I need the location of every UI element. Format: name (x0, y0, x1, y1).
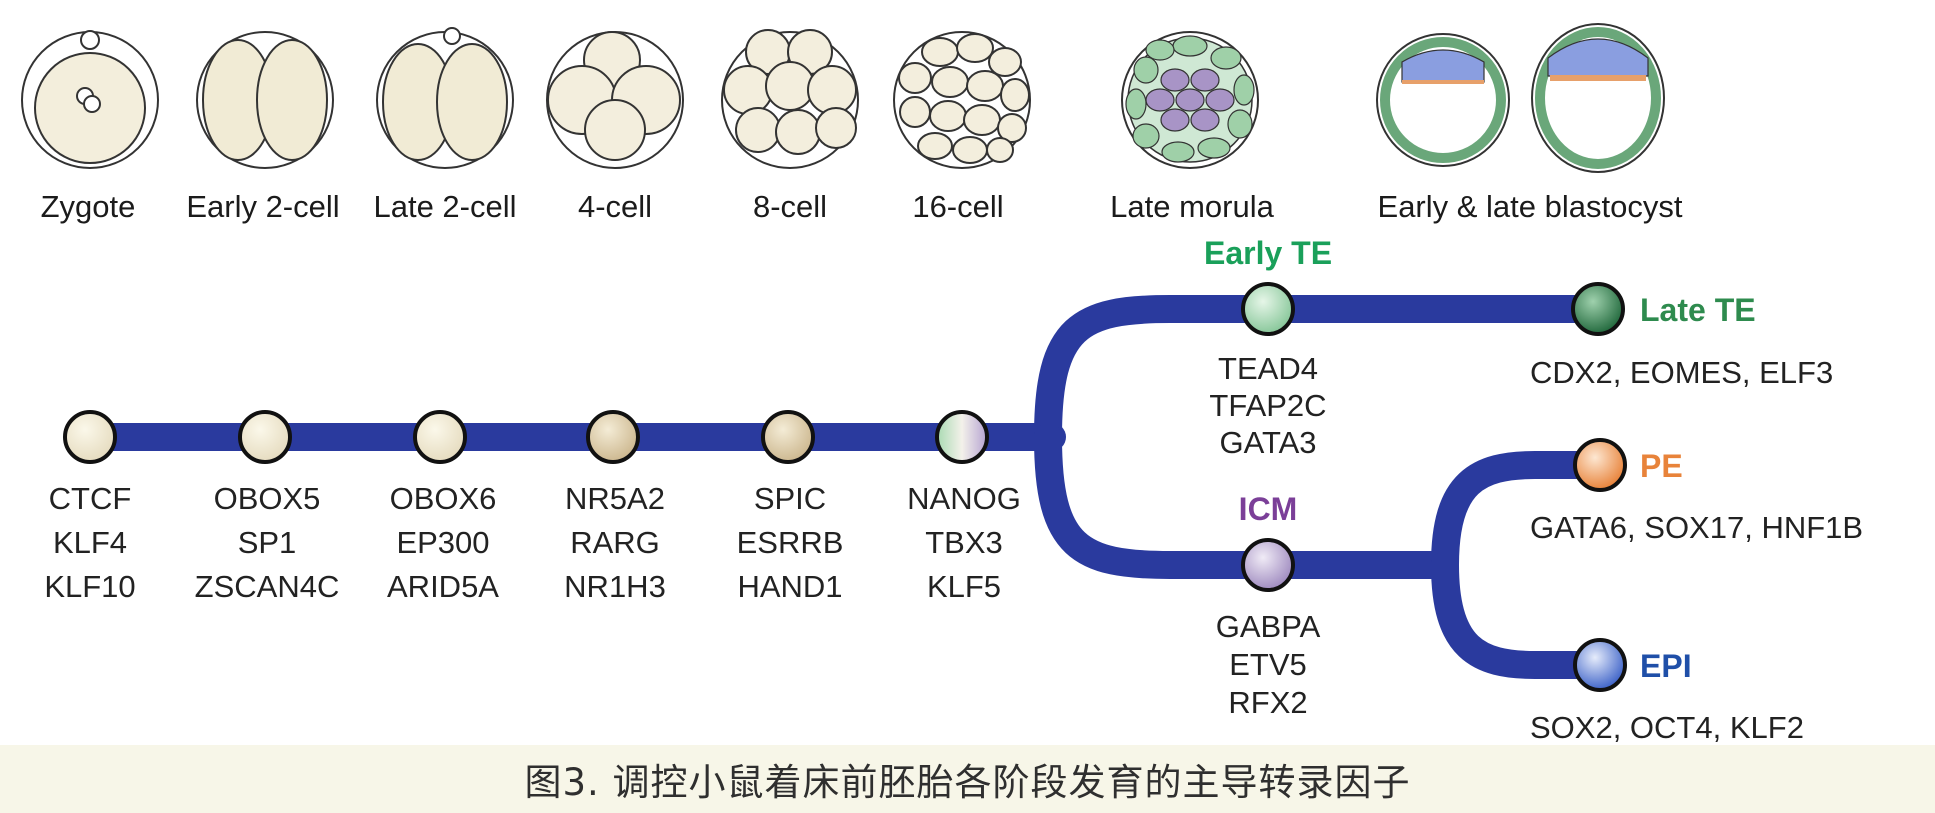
gene-label: ETV5 (1229, 647, 1307, 682)
gene-label: GATA3 (1219, 425, 1316, 460)
gene-label: SP1 (238, 525, 297, 560)
stage-label-zygote: Zygote (41, 189, 136, 224)
gene-list-late-te: CDX2, EOMES, ELF3 (1530, 355, 1833, 390)
embryo-late-blastocyst (1531, 23, 1665, 173)
gene-list-pe: GATA6, SOX17, HNF1B (1530, 510, 1863, 545)
embryo-4-cell (546, 31, 684, 169)
node-pe (1573, 438, 1627, 492)
gene-list-early-te: TEAD4 TFAP2C GATA3 (1209, 351, 1326, 460)
stage-label-blastocyst: Early & late blastocyst (1378, 189, 1683, 224)
gene-label: CTCF (49, 481, 132, 516)
node-ctcf (63, 410, 117, 464)
embryo-early-blastocyst (1376, 33, 1510, 167)
gene-label: ZSCAN4C (195, 569, 340, 604)
stage-label-early-2-cell: Early 2-cell (186, 189, 339, 224)
caption-band (0, 745, 1935, 813)
node-late-te (1571, 282, 1625, 336)
stage-label-4-cell: 4-cell (578, 189, 652, 224)
embryo-16-cell (893, 31, 1031, 169)
gene-label: TFAP2C (1209, 388, 1326, 423)
gene-label: RARG (570, 525, 660, 560)
embryo-early-2-cell (196, 31, 334, 169)
stage-label-late-morula: Late morula (1110, 189, 1274, 224)
gene-label: TBX3 (925, 525, 1003, 560)
branch-label-late-te: Late TE (1640, 292, 1756, 328)
embryo-late-morula (1121, 31, 1259, 169)
gene-list-icm: GABPA ETV5 RFX2 (1216, 609, 1321, 720)
gene-label: OBOX5 (214, 481, 321, 516)
gene-label: HAND1 (737, 569, 842, 604)
node-nr5a2 (586, 410, 640, 464)
embryo-late-2-cell (376, 27, 514, 169)
gene-list-epi: SOX2, OCT4, KLF2 (1530, 710, 1804, 745)
node-nanog (935, 410, 989, 464)
gene-list-nanog: NANOG TBX3 KLF5 (907, 481, 1021, 604)
stage-label-16-cell: 16-cell (912, 189, 1003, 224)
gene-label: EP300 (396, 525, 489, 560)
stage-label-8-cell: 8-cell (753, 189, 827, 224)
node-spic (761, 410, 815, 464)
node-obox6 (413, 410, 467, 464)
gene-label: KLF10 (44, 569, 135, 604)
gene-label: NR5A2 (565, 481, 665, 516)
gene-label: NR1H3 (564, 569, 666, 604)
gene-label: KLF4 (53, 525, 127, 560)
gene-list-spic: SPIC ESRRB HAND1 (737, 481, 844, 604)
gene-label: RFX2 (1228, 685, 1307, 720)
branch-label-pe: PE (1640, 448, 1683, 484)
gene-label: ESRRB (737, 525, 844, 560)
node-icm (1241, 538, 1295, 592)
branch-label-early-te: Early TE (1204, 235, 1332, 271)
gene-label: NANOG (907, 481, 1021, 516)
gene-label: GABPA (1216, 609, 1321, 644)
embryo-8-cell (721, 29, 859, 169)
gene-label: KLF5 (927, 569, 1001, 604)
stage-label-late-2-cell: Late 2-cell (373, 189, 516, 224)
node-epi (1573, 638, 1627, 692)
branch-label-icm: ICM (1239, 491, 1298, 527)
gene-list-obox5: OBOX5 SP1 ZSCAN4C (195, 481, 340, 604)
node-obox5 (238, 410, 292, 464)
branch-label-epi: EPI (1640, 648, 1692, 684)
node-early-te (1241, 282, 1295, 336)
gene-label: SPIC (754, 481, 826, 516)
gene-list-obox6: OBOX6 EP300 ARID5A (387, 481, 499, 604)
gene-label: TEAD4 (1218, 351, 1318, 386)
gene-label: ARID5A (387, 569, 499, 604)
lineage-diagram: Zygote Early 2-cell Late 2-cell 4-cell 8… (21, 23, 1863, 745)
gene-list-nr5a2: NR5A2 RARG NR1H3 (564, 481, 666, 604)
gene-list-ctcf: CTCF KLF4 KLF10 (44, 481, 135, 604)
figure-caption: 图3. 调控小鼠着床前胚胎各阶段发育的主导转录因子 (524, 761, 1411, 804)
embryo-zygote (21, 30, 159, 169)
gene-label: OBOX6 (390, 481, 497, 516)
